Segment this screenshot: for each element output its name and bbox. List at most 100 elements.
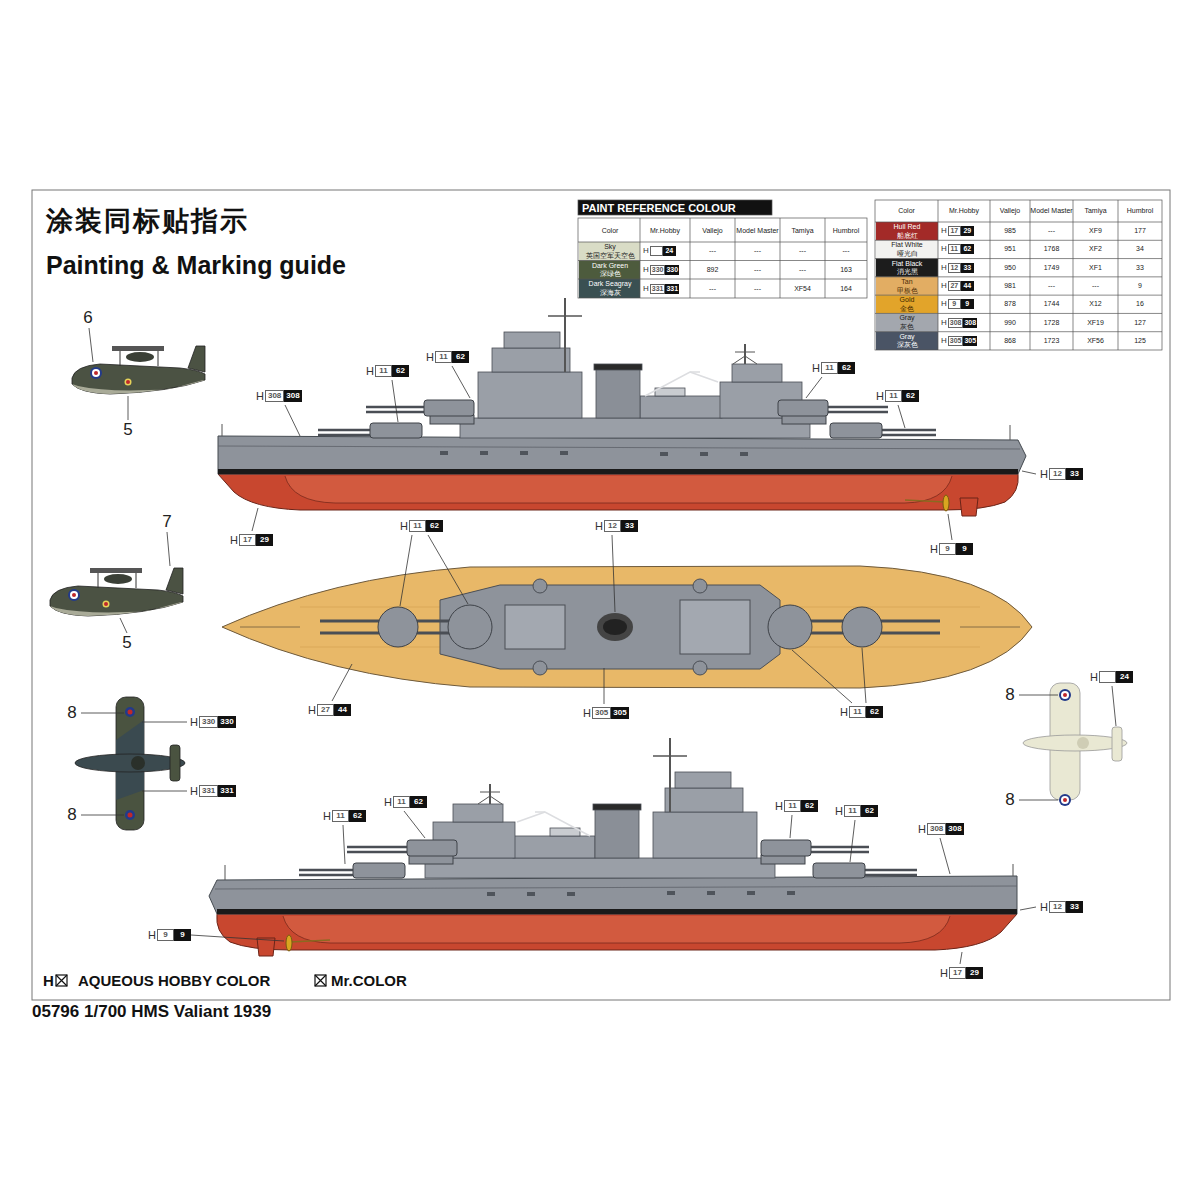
table-cell: XF1 [1073, 259, 1118, 277]
table-cell: 1749 [1030, 259, 1073, 277]
table-grid [875, 331, 1162, 332]
table-grid [938, 200, 939, 350]
leader-line [1022, 471, 1036, 474]
paint-prefix: H [256, 390, 264, 402]
table-grid [690, 218, 691, 298]
color-name: Flat White [876, 241, 938, 250]
color-name: Gray [876, 314, 938, 323]
callout-number: 8 [67, 805, 76, 825]
leader-line [1112, 686, 1116, 726]
paint-code: H24 [1090, 671, 1133, 683]
paint-prefix: H [230, 534, 238, 546]
table-cell: --- [780, 242, 825, 261]
paint-prefix: H [643, 265, 649, 275]
color-name-chinese: 船底红 [876, 231, 938, 240]
walrus-top-view-camouflage [131, 756, 145, 770]
column-header: Vallejo [690, 220, 735, 242]
paint-code: H305305 [941, 336, 977, 346]
walrus-top-view-camouflage [125, 707, 135, 717]
color-name-chinese: 哑光白 [876, 249, 938, 258]
mr-color-code: 62 [452, 351, 469, 363]
table-grid [990, 200, 991, 350]
hobby-color-code: 9 [157, 929, 174, 941]
main-turrets [378, 607, 418, 647]
paint-prefix: H [595, 520, 603, 532]
guide-frame [32, 190, 1170, 1000]
walrus-top-view-sky [1061, 691, 1069, 699]
mr-color-code: 62 [866, 706, 883, 718]
paint-code: H24 [643, 246, 676, 256]
hobby-color-code: 305 [592, 707, 611, 719]
column-header: Model Master [735, 220, 780, 242]
hobby-color-code: 11 [393, 796, 410, 808]
paint-code: H305305 [583, 707, 629, 719]
mr-color-code: 24 [663, 246, 676, 256]
hobby-color-code: 308 [948, 318, 964, 328]
mr-color-code: 9 [956, 543, 973, 555]
table-cell: XF9 [1073, 222, 1118, 240]
color-name-chinese: 深海灰 [580, 288, 640, 298]
table-grid [875, 313, 1162, 314]
color-swatch [579, 279, 640, 298]
leader-line [81, 713, 124, 714]
color-swatch [876, 240, 938, 258]
battleship-port-profile [218, 298, 1026, 516]
leader-line [792, 650, 852, 703]
leader-line [142, 791, 187, 792]
callout-number: 6 [83, 308, 92, 328]
callout-number: 5 [123, 420, 132, 440]
color-swatch [579, 222, 938, 350]
color-swatch [876, 277, 938, 295]
superstructure-top [440, 585, 780, 669]
paint-code: H308308 [256, 390, 302, 402]
hobby-color-code: 12 [604, 520, 621, 532]
table-cell: 177 [1118, 222, 1162, 240]
table-cell: --- [735, 279, 780, 298]
table-title: PAINT REFERENCE COLOUR [578, 200, 772, 215]
table-grid [578, 260, 867, 261]
gun-barrels [875, 620, 940, 623]
table-cell: 892 [690, 261, 735, 280]
hobby-color-code: 11 [435, 351, 452, 363]
hobby-color-code: 330 [650, 265, 666, 275]
column-header: Tamiya [780, 220, 825, 242]
color-swatch [579, 261, 640, 280]
hobby-color-box [650, 246, 663, 256]
walrus-top-view-sky [1063, 798, 1067, 802]
table-grid [875, 258, 1162, 259]
mr-color-code: 308 [963, 318, 977, 328]
paint-code: H1162 [366, 365, 409, 377]
leader-line [1020, 907, 1036, 910]
column-header: Humbrol [825, 220, 867, 242]
leader-line [960, 952, 962, 964]
table-cell: --- [735, 242, 780, 261]
paint-code: H330330 [643, 265, 679, 275]
paint-code: H331331 [190, 785, 236, 797]
hobby-color-code: 12 [948, 263, 961, 273]
paint-code: H1729 [940, 967, 983, 979]
leader-line [400, 535, 412, 606]
leader-line [285, 405, 300, 436]
legend-symbol [56, 975, 67, 986]
mr-color-code: 331 [218, 785, 235, 797]
paint-prefix: H [366, 365, 374, 377]
legend-symbol [315, 975, 326, 986]
paint-code: H1233 [941, 263, 974, 273]
mr-color-code: 9 [961, 299, 974, 309]
walrus-top-view-camouflage [128, 813, 133, 818]
table-grid [578, 242, 867, 243]
funnel-grill [603, 619, 627, 635]
color-name: Flat Black [876, 259, 938, 268]
leader-line [120, 618, 127, 633]
hobby-color-code: 331 [650, 284, 666, 294]
paint-prefix: H [941, 336, 947, 346]
color-swatch [876, 259, 938, 277]
leader-line [898, 405, 905, 428]
leader-line [612, 535, 615, 612]
paint-code: H1162 [400, 520, 443, 532]
table-cell: 125 [1118, 332, 1162, 350]
table-cell: 33 [1118, 259, 1162, 277]
paint-code: H99 [930, 543, 973, 555]
paint-prefix: H [384, 796, 392, 808]
legend-text: AQUEOUS HOBBY COLOR [78, 972, 270, 990]
